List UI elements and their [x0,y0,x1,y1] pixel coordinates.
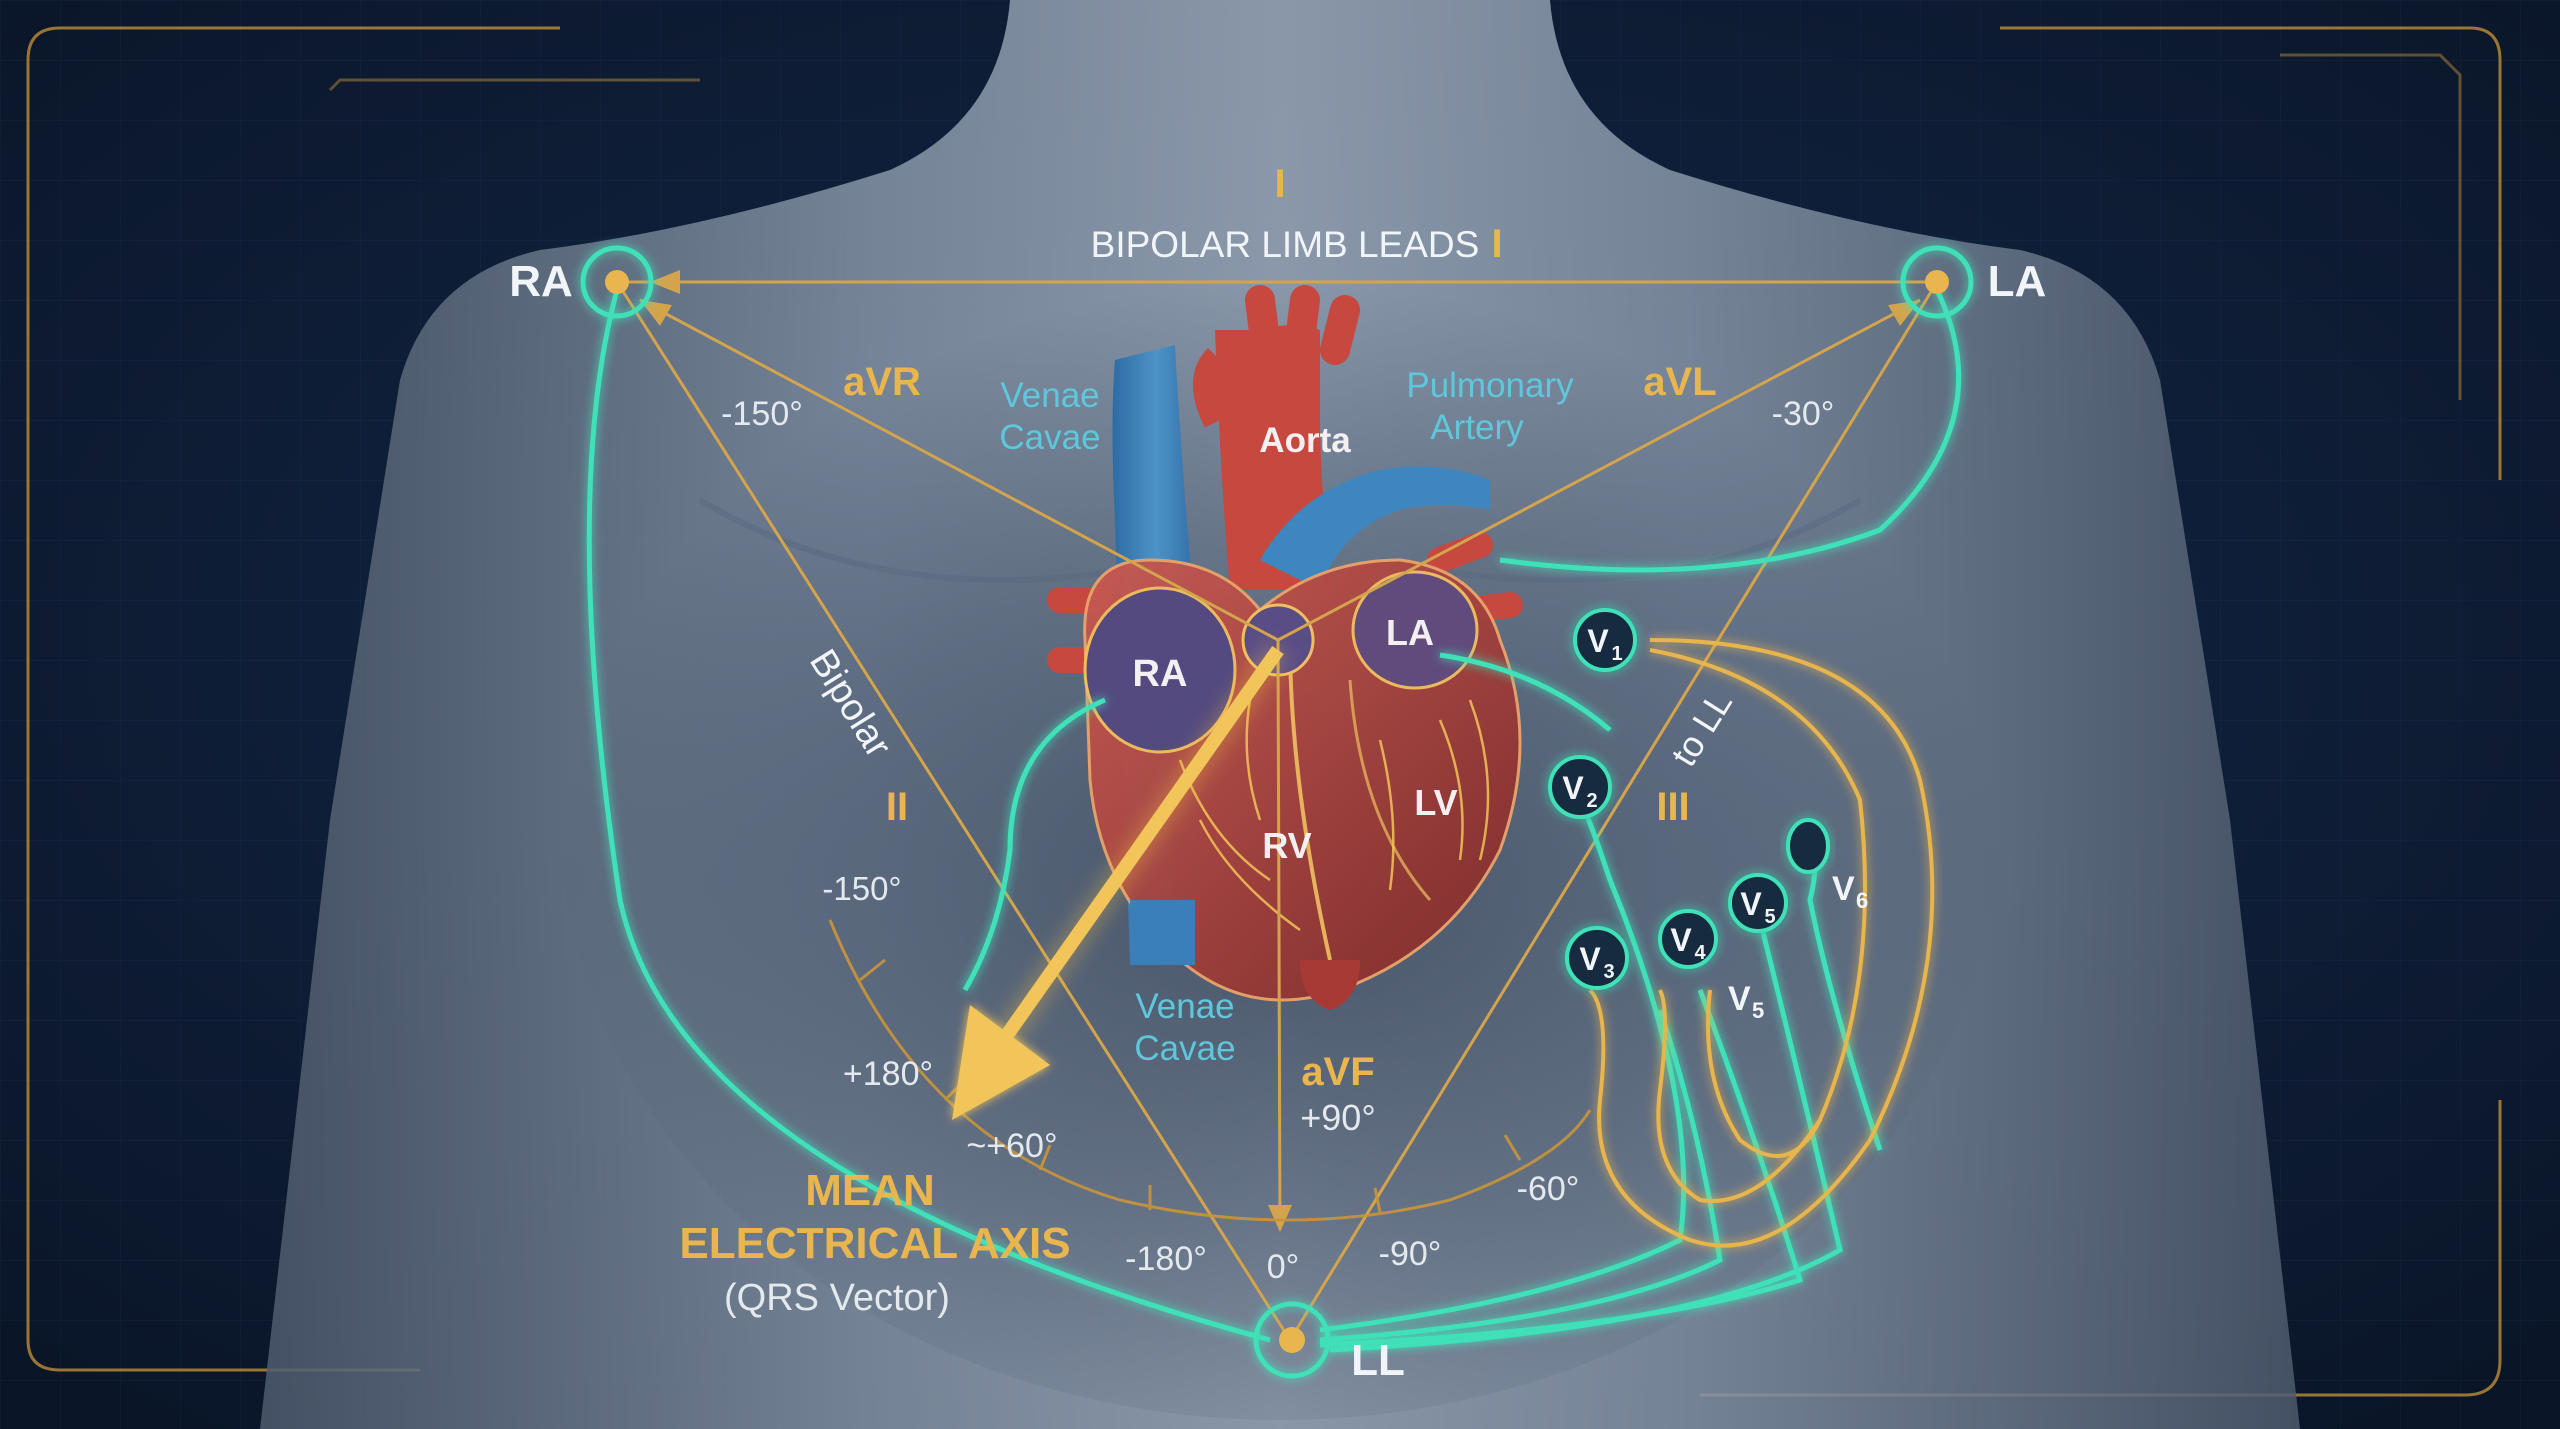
lead-iii-label: III [1656,785,1689,829]
electrode-v3: V 3 [1565,926,1629,990]
venae-cavae-bottom-line2: Cavae [1134,1029,1235,1068]
electrode-v5: V 5 [1728,873,1788,933]
ra-wire [586,289,1271,1343]
lead-lines [615,280,1939,1341]
avf-line [1276,639,1282,1231]
bipolar-limb-leads-title: BIPOLAR LIMB LEADS [1091,224,1480,265]
lead-i-right-label: I [1491,222,1502,266]
ra-electrode-label: RA [509,257,573,306]
arc-label-minus180: -180° [1125,1240,1207,1278]
lead-iii-line [1288,281,1939,1341]
arc-label-minus90: -90° [1379,1235,1442,1273]
pulmonary-line2: Artery [1430,408,1524,447]
ll-electrode-label: LL [1351,1336,1405,1385]
avf-label: aVF [1301,1050,1374,1094]
arc-label-minus150: -150° [822,870,901,907]
v5b-label: V [1728,980,1751,1018]
electrode-v6 [1786,818,1830,874]
venae-cavae-top-line1: Venae [1000,376,1099,415]
v1-subscript: 1 [1611,643,1622,665]
v3-label: V [1579,941,1601,977]
lead-i-top-label: I [1274,162,1285,206]
v3-wire [1319,1009,1723,1343]
la-chamber-wire [1439,652,1612,732]
pulmonary-line1: Pulmonary [1406,366,1574,405]
la-electrode-label: LA [1988,257,2047,306]
v2-subscript: 2 [1586,790,1597,812]
electrode-v1: V 1 [1573,608,1637,672]
venae-cavae-bottom-line1: Venae [1135,987,1234,1026]
lead-ii-label: II [886,785,908,829]
heart-chamber-ra [1083,586,1237,754]
pulmonary-artery [1260,466,1490,590]
precordial-loops [1588,638,1935,1248]
electrode-wires [586,288,1962,1353]
v5b-subscript: 5 [1752,998,1764,1023]
decorative-frame [26,26,2502,1397]
electrode-v4: V 4 [1658,909,1718,969]
electrode-v2: V 2 [1548,755,1612,819]
avr-label: aVR [843,360,921,404]
v2-label: V [1562,770,1584,806]
v6-subscript: 6 [1856,888,1868,913]
v2-wire [1319,798,1687,1333]
electrode-ra [580,245,654,319]
avl-label: aVL [1643,360,1716,404]
v4-subscript: 4 [1694,942,1706,964]
electrode-la [1900,245,1974,319]
arc-label-minus60: -60° [1517,1170,1580,1208]
v3-subscript: 3 [1603,961,1614,983]
avf-angle-label: +90° [1300,1097,1375,1138]
v4-label: V [1670,922,1692,958]
heart-la-label: LA [1386,612,1434,653]
axis-caption-line1: MEAN [805,1166,935,1215]
v1-label: V [1587,623,1609,659]
precordial-electrodes: V 1 V 2 V 3 V 4 V 5 V 5 V 6 [1548,608,1868,1023]
heart-ra-label: RA [1133,653,1188,695]
la-wire [1499,288,1962,573]
aorta-label: Aorta [1259,421,1351,460]
mean-axis-arrow [952,643,1288,1120]
lead-ii-line [615,281,1292,1341]
axis-caption-line3: (QRS Vector) [724,1277,950,1319]
axis-caption-line2: ELECTRICAL AXIS [679,1219,1070,1268]
avr-angle-label: -150° [721,395,803,433]
electrode-ll [1253,1301,1331,1379]
avr-line [639,298,1279,642]
heart-lv-label: LV [1414,782,1457,823]
avr-arrowhead [640,300,672,326]
ra-chamber-wire [962,697,1106,992]
angle-arc-scale [828,919,1592,1222]
venae-cavae-top-line2: Cavae [999,418,1100,457]
mean-axis-arrowhead [952,1005,1050,1120]
avl-line [1277,298,1921,642]
v5-label: V [1740,886,1762,922]
v5-wire [1329,919,1843,1353]
v5-subscript: 5 [1764,906,1775,928]
v4-wire [1319,989,1804,1348]
lead-i-arrowhead [650,270,680,294]
heart-rv-label: RV [1262,825,1311,866]
v6-label: V [1832,870,1855,908]
arc-label-plus180: +180° [843,1055,933,1093]
heart-illustration [1047,285,1523,1010]
heart-chamber-la [1351,570,1479,690]
arc-label-approx60: ~+60° [966,1127,1057,1165]
arc-label-zero: 0° [1267,1248,1300,1286]
avl-angle-label: -30° [1772,395,1835,433]
